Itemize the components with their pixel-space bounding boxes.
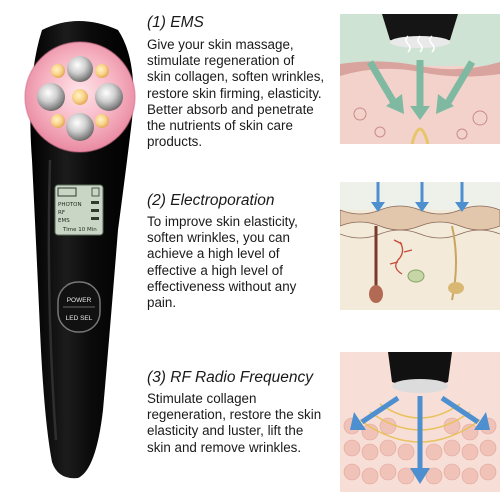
led-upper-left xyxy=(51,64,65,78)
body-line: Stimulate collagen xyxy=(147,391,257,406)
body-line: Give your skin massage, xyxy=(147,37,294,52)
electroporation-illustration xyxy=(340,182,500,310)
beauty-device-image: PHOTON RF EMS Time 10 Min POWER LED SEL xyxy=(24,21,136,479)
led-lower-left xyxy=(51,114,65,128)
body-line: elasticity and luster, lift the xyxy=(147,423,304,439)
body-line: skin collagen, soften wrinkles, xyxy=(147,69,325,85)
lcd-line-rf: RF xyxy=(58,210,65,216)
body-line: effectiveness without any xyxy=(147,278,297,294)
body-line: Better absorb and penetrate xyxy=(147,101,314,117)
electrode-top xyxy=(67,56,93,82)
section-body-rf: Stimulate collagen regeneration, restore… xyxy=(147,391,337,456)
electrode-right xyxy=(95,83,123,111)
section-body-ems: Give your skin massage, stimulate regene… xyxy=(147,37,337,150)
body-line: achieve a high level of xyxy=(147,246,280,262)
led-sel-button[interactable]: LED SEL xyxy=(66,315,93,322)
body-line: effective a high level of xyxy=(147,262,283,278)
led-center xyxy=(72,89,88,105)
body-line: restore skin firming, elasticity. xyxy=(147,85,322,101)
body-line: stimulate regeneration of xyxy=(147,53,295,69)
lcd-line-photon: PHOTON xyxy=(58,202,82,208)
body-line: products. xyxy=(147,134,203,150)
section-title-rf: (3) RF Radio Frequency xyxy=(147,369,313,386)
power-button[interactable]: POWER xyxy=(67,297,92,304)
body-line: soften wrinkles, you can xyxy=(147,230,290,246)
lcd-line-time: Time 10 Min xyxy=(62,227,97,233)
led-lower-right xyxy=(95,114,109,128)
electrode-left xyxy=(37,83,65,111)
section-body-electroporation: To improve skin elasticity, soften wrink… xyxy=(147,214,337,311)
body-line: regeneration, restore the skin xyxy=(147,407,322,423)
body-line: pain. xyxy=(147,295,177,311)
section-title-electroporation: (2) Electroporation xyxy=(147,192,275,209)
section-title-ems: (1) EMS xyxy=(147,14,204,31)
body-line: skin and remove wrinkles. xyxy=(147,439,302,455)
lcd-line-ems: EMS xyxy=(58,218,70,224)
rf-illustration xyxy=(340,352,500,492)
electrode-bottom xyxy=(66,113,94,141)
led-upper-right xyxy=(95,64,109,78)
body-line: To improve skin elasticity, xyxy=(147,214,298,229)
ems-illustration xyxy=(340,14,500,144)
lcd-screen xyxy=(54,184,104,236)
body-line: the nutrients of skin care xyxy=(147,118,293,134)
